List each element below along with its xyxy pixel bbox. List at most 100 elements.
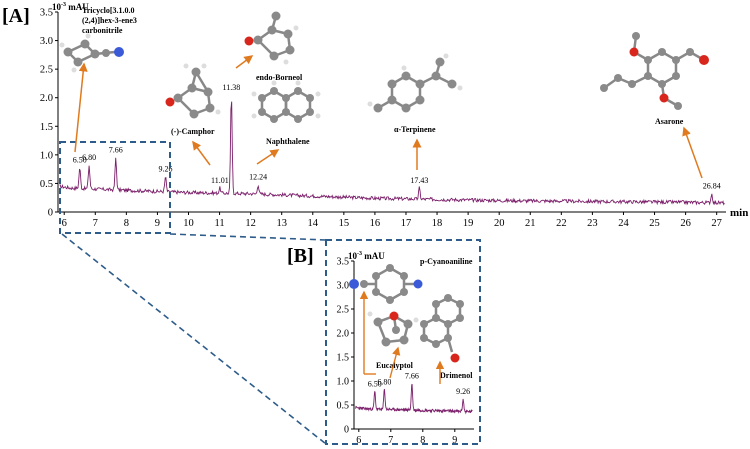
x-tick-label: 17 — [401, 218, 412, 229]
x-tick-label: 8 — [124, 218, 129, 229]
compound-label-endo-borneol: endo-Borneol — [256, 73, 303, 82]
panel-b-trace — [355, 383, 473, 415]
y-tick-label: 0 — [48, 208, 53, 219]
compound-label-naphthalene: Naphthalene — [266, 137, 310, 146]
x-tick-label: 25 — [649, 218, 660, 229]
panel-a-axes: 0 0.5 1.0 1.5 2.0 2.5 3.0 3.5 6 7 8 9 10 11 12 13 14 15 16… — [40, 2, 748, 229]
y-tick-label: 1.0 — [337, 377, 350, 388]
compound-label-alpha-terpinene: α-Terpinene — [394, 125, 436, 134]
y-tick-label: 1.5 — [337, 353, 350, 364]
molecule-camphor — [165, 63, 221, 119]
y-tick-label: 1.5 — [40, 122, 53, 133]
arrow-naphthalene — [256, 149, 280, 165]
y-tick-label: 2.5 — [337, 305, 350, 316]
x-tick-label: 9 — [155, 218, 160, 229]
y-unit-label: 10-3 mAU — [348, 251, 385, 261]
zoom-connector-left — [61, 233, 327, 445]
y-tick-label: 3.0 — [337, 281, 350, 292]
x-tick-label: 6 — [356, 435, 361, 446]
peak-label: 7.66 — [405, 371, 419, 380]
x-tick-label: 15 — [339, 218, 350, 229]
x-tick-label: 18 — [432, 218, 443, 229]
molecule-tricyclohexene-carbonitrile — [59, 33, 124, 73]
zoom-indicator — [59, 141, 481, 445]
y-tick-label: 0 — [344, 425, 349, 436]
y-unit-label: 10-3 mAU — [52, 2, 89, 12]
x-tick-label: 6 — [62, 218, 67, 229]
x-tick-label: 7 — [93, 218, 98, 229]
peak-label: 9.26 — [159, 165, 173, 174]
y-tick-label: 3.5 — [337, 257, 350, 268]
molecule-eucalyptol — [367, 311, 419, 347]
x-tick-label: 10 — [183, 218, 194, 229]
compound-label-eucalyptol: Eucalyptol — [376, 361, 414, 370]
peak-label: 11.38 — [223, 83, 241, 92]
arrow-eucalyptol — [389, 346, 401, 379]
molecule-naphthalene — [251, 80, 321, 123]
x-tick-label: 21 — [525, 218, 536, 229]
peak-label: 6.50 — [368, 380, 382, 389]
chromatogram-trace-line — [59, 101, 725, 206]
compound-label-tricyclo-1: Tricyclo[3.1.0.0 — [82, 6, 135, 15]
x-tick-label: 12 — [245, 218, 256, 229]
x-tick-label: 9 — [452, 435, 457, 446]
compound-label-drimenol: Drimenol — [440, 371, 473, 380]
arrow-tricyclo — [74, 62, 88, 153]
peak-label: 6.80 — [82, 153, 96, 162]
peak-label: 26.84 — [703, 182, 721, 191]
peak-label: 6.50 — [73, 155, 87, 164]
panel-b-peak-labels: 6.506.80 7.66 9.26 — [368, 371, 470, 396]
x-tick-label: 19 — [463, 218, 474, 229]
x-tick-label: 22 — [556, 218, 567, 229]
x-tick-label: 27 — [711, 218, 722, 229]
y-tick-label: 0.5 — [40, 179, 53, 190]
chromatogram-trace-line — [355, 383, 473, 415]
y-tick-label: 2.0 — [40, 93, 53, 104]
zoom-target-box — [325, 239, 481, 445]
x-tick-label: 24 — [618, 218, 629, 229]
x-tick-label: 7 — [388, 435, 393, 446]
molecule-drimenol — [420, 294, 464, 363]
x-tick-label: 20 — [494, 218, 505, 229]
y-tick-label: 2.0 — [337, 329, 350, 340]
x-tick-label: 14 — [308, 218, 319, 229]
x-tick-label: 26 — [680, 218, 691, 229]
compound-label-tricyclo-3: carbonitrile — [82, 26, 123, 35]
x-unit-label: min — [730, 207, 748, 219]
y-tick-label: 2.5 — [40, 65, 53, 76]
x-tick-label: 8 — [420, 435, 425, 446]
y-tick-label: 1.0 — [40, 150, 53, 161]
zoom-connector-right — [169, 233, 327, 241]
panel-b-label: [B] — [287, 245, 314, 267]
peak-label: 9.26 — [456, 387, 470, 396]
molecule-alpha-terpinene — [367, 53, 463, 113]
arrow-borneol — [235, 55, 254, 69]
molecule-endo-borneol — [244, 11, 299, 65]
y-tick-label: 3.5 — [40, 8, 53, 19]
peak-label: 6.80 — [377, 378, 391, 387]
zoom-source-box — [59, 141, 171, 234]
compound-label-camphor: (-)-Camphor — [171, 127, 215, 136]
arrow-asarone — [682, 126, 703, 179]
compound-label-p-cyanoaniline: p-Cyanoaniline — [420, 257, 473, 266]
peak-label: 17.43 — [410, 176, 428, 185]
y-tick-label: 0.5 — [337, 401, 350, 412]
x-tick-label: 23 — [587, 218, 598, 229]
peak-label: 11.01 — [211, 176, 229, 185]
compound-arrows — [74, 55, 703, 384]
x-tick-label: 13 — [276, 218, 287, 229]
arrow-camphor — [192, 140, 211, 166]
compound-label-tricyclo-2: (2,4)]hex-3-ene3 — [82, 16, 137, 25]
compound-label-asarone: Asarone — [655, 117, 684, 126]
y-tick-label: 3.0 — [40, 36, 53, 47]
panel-a-peak-labels: 6.506.80 7.66 9.26 11.01 11.38 12.24 17.43 26.8… — [73, 83, 721, 191]
peak-label: 12.24 — [249, 173, 267, 182]
peak-label: 7.66 — [109, 146, 123, 155]
molecule-p-cyanoaniline — [349, 264, 423, 304]
x-tick-label: 11 — [215, 218, 225, 229]
x-tick-label: 16 — [370, 218, 381, 229]
panel-a-trace — [59, 101, 725, 206]
molecule-asarone — [600, 32, 709, 110]
panel-a-label: [A] — [2, 5, 30, 27]
